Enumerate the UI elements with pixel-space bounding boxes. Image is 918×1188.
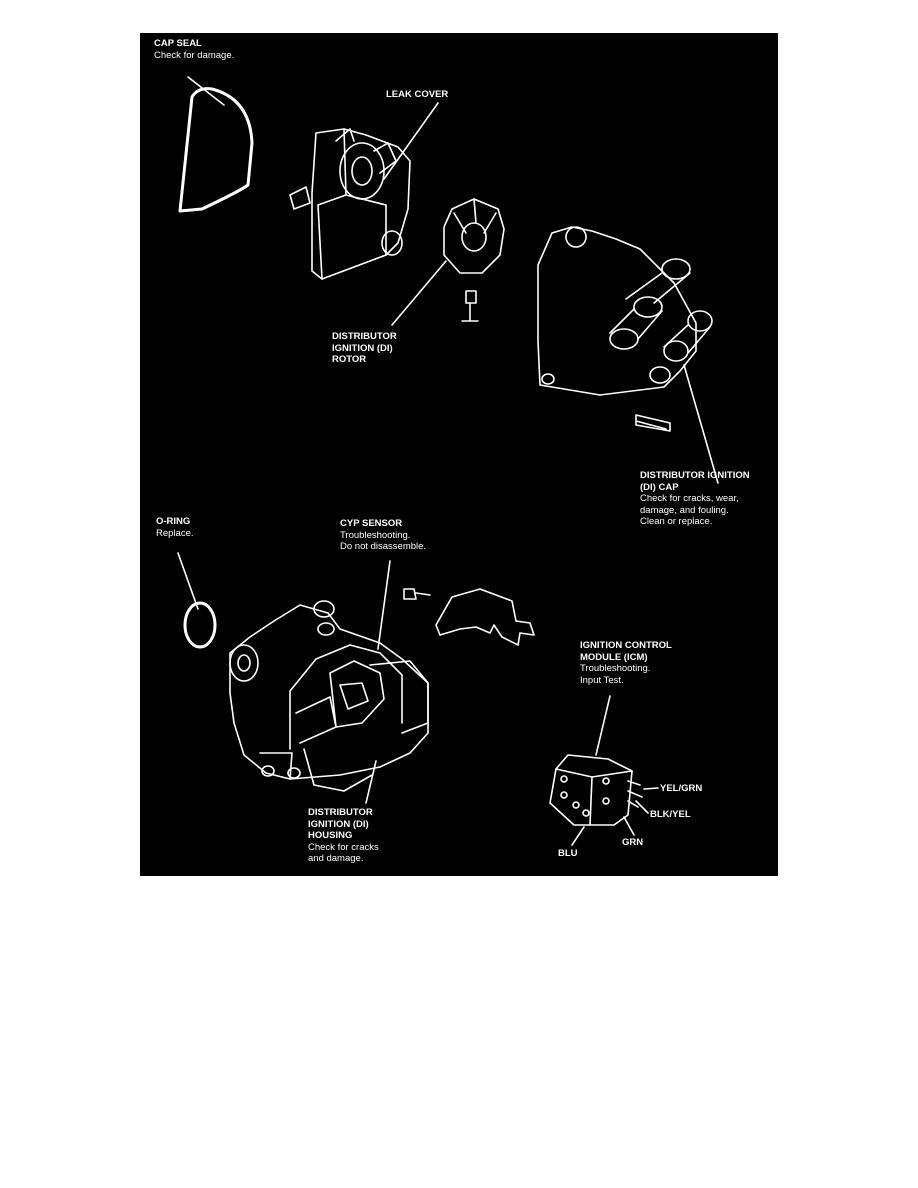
icm-note-line: Troubleshooting. [580, 663, 651, 674]
cyp-sensor-bracket-part [403, 588, 535, 646]
icm-title-line: IGNITION CONTROL [580, 640, 672, 651]
exploded-view-drawing [177, 76, 719, 846]
distributor-cap-part [537, 226, 713, 432]
cap-seal-part [178, 87, 254, 213]
yel-grn-leader [643, 787, 659, 790]
blu-leader [571, 826, 585, 846]
distributor-cap-leader [683, 364, 719, 484]
icm-label: IGNITION CONTROL MODULE (ICM) Troublesho… [580, 640, 672, 686]
cyp-sensor-note-line: Do not disassemble. [340, 541, 427, 552]
icm-note-line: Input Test. [580, 674, 624, 686]
rotor-leader [391, 260, 447, 326]
rotor-title-line: IGNITION (DI) [332, 342, 393, 354]
di-cap-note-line: Check for cracks, wear, [640, 493, 739, 504]
housing-title-line: IGNITION (DI) [308, 818, 369, 830]
grn-leader [623, 816, 635, 836]
rotor-title-line: ROTOR [332, 354, 367, 365]
wire-yel-grn-label: YEL/GRN [660, 783, 702, 795]
housing-label: DISTRIBUTOR IGNITION (DI) HOUSING Check … [308, 807, 379, 865]
o-ring-part [183, 601, 217, 649]
cyp-sensor-title: CYP SENSOR [340, 518, 403, 529]
di-cap-title-line: DISTRIBUTOR IGNITION [640, 470, 750, 481]
housing-leader [365, 760, 377, 804]
cyp-sensor-note-line: Troubleshooting. [340, 529, 411, 541]
distributor-housing-part [229, 600, 429, 792]
di-cap-note-line: Clean or replace. [640, 516, 713, 527]
o-ring-label: O-RING Replace. [156, 516, 194, 539]
icm-title-line: MODULE (ICM) [580, 651, 648, 663]
blk-yel-leader [635, 800, 649, 814]
housing-note-line: and damage. [308, 853, 364, 864]
leak-cover-leader [383, 102, 439, 180]
cap-seal-label: CAP SEAL Check for damage. [154, 38, 234, 61]
cap-seal-note: Check for damage. [154, 49, 235, 61]
di-cap-note-line: damage, and fouling. [640, 504, 729, 516]
rotor-label: DISTRIBUTOR IGNITION (DI) ROTOR [332, 331, 397, 366]
icm-part [549, 754, 643, 826]
wire-blu-label: BLU [558, 848, 578, 860]
wire-blk-yel-label: BLK/YEL [650, 809, 691, 821]
leak-cover-part [289, 128, 411, 280]
cap-seal-leader [187, 76, 225, 106]
wire-grn-label: GRN [622, 837, 643, 849]
rotor-part [443, 198, 505, 322]
di-cap-title-line: (DI) CAP [640, 481, 679, 493]
diagram-panel: CAP SEAL Check for damage. LEAK COVER DI… [140, 33, 778, 876]
rotor-title-line: DISTRIBUTOR [332, 331, 397, 342]
cyp-sensor-label: CYP SENSOR Troubleshooting. Do not disas… [340, 518, 426, 553]
wire-blu-text: BLU [558, 848, 578, 859]
wire-grn-text: GRN [622, 837, 644, 848]
housing-title-line: HOUSING [308, 830, 353, 841]
wire-blk-yel-text: BLK/YEL [650, 809, 691, 820]
wire-yel-grn-text: YEL/GRN [660, 783, 703, 794]
icm-leader [595, 695, 611, 756]
o-ring-leader [177, 552, 199, 610]
cyp-sensor-leader [377, 560, 391, 650]
cap-seal-title: CAP SEAL [154, 38, 202, 49]
leak-cover-label: LEAK COVER [386, 89, 448, 101]
housing-note-line: Check for cracks [308, 841, 379, 853]
housing-title-line: DISTRIBUTOR [308, 807, 373, 818]
o-ring-note: Replace. [156, 527, 194, 539]
distributor-cap-label: DISTRIBUTOR IGNITION (DI) CAP Check for … [640, 470, 750, 528]
leak-cover-title: LEAK COVER [386, 89, 449, 100]
o-ring-title: O-RING [156, 516, 191, 527]
